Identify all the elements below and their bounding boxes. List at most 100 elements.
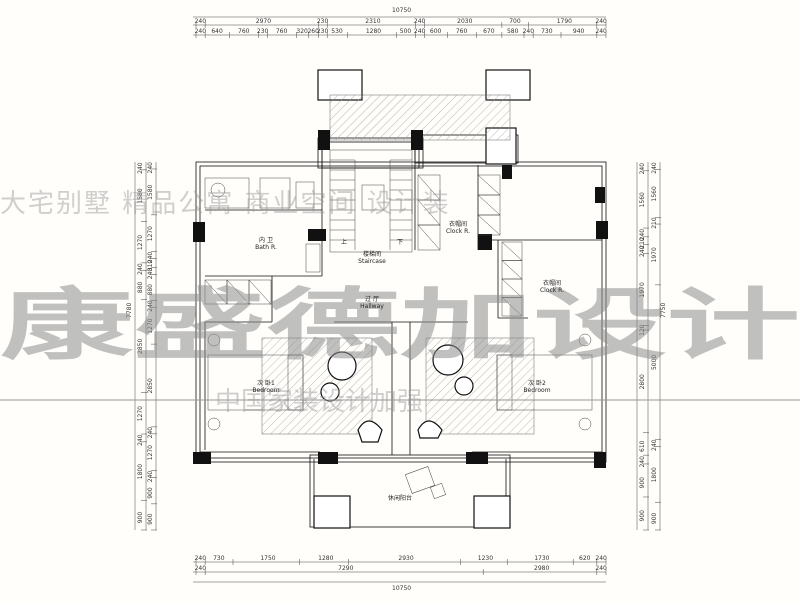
dimension-label: 240 [639, 245, 646, 257]
dimension-label: 1280 [366, 28, 381, 35]
dimension-label: 240 [595, 565, 607, 572]
dimension-label: 240 [147, 162, 154, 174]
dimension-label: 760 [456, 28, 468, 35]
dimension-label: 240 [523, 28, 535, 35]
left-total-dim: 7780 [126, 303, 133, 318]
balcony-furniture [404, 466, 447, 500]
dimension-label: 610 [639, 440, 646, 452]
dimension-label: 2850 [147, 378, 154, 393]
dimension-label: 1270 [137, 406, 144, 421]
dimension-label: 210 [651, 217, 658, 229]
bedroom-2-furniture [417, 333, 593, 439]
dimension-label: 240 [595, 555, 607, 562]
dimension-label: 240 [651, 439, 658, 451]
columns [193, 130, 608, 468]
dimension-label: 2850 [137, 339, 144, 354]
dimension-label: 240 [639, 456, 646, 468]
dimension-label: 880 [147, 284, 154, 296]
dimension-label: 1970 [651, 247, 658, 262]
dimension-label: 240 [195, 565, 207, 572]
dimension-label: 240 [595, 28, 607, 35]
dimension-label: 580 [507, 28, 519, 35]
dimension-label: 900 [639, 510, 646, 522]
dimension-label: 2930 [398, 555, 413, 562]
walls [195, 134, 607, 528]
dimension-label: 1970 [639, 282, 646, 297]
dimension-label: 880 [137, 281, 144, 293]
dimension-label: 760 [276, 28, 288, 35]
right-total-dim: 7750 [660, 303, 667, 318]
dimension-label: 1280 [318, 555, 333, 562]
bath-label-cn: 内 卫 [259, 236, 273, 244]
dimension-label: 240 [137, 434, 144, 446]
dimension-label: 240 [137, 162, 144, 174]
dimension-label: 500 [400, 28, 412, 35]
dimension-label: 240 [137, 263, 144, 275]
watermark-slogan: 中国家装设计加强 [215, 387, 423, 417]
dimension-label: 230 [257, 28, 269, 35]
dimension-label: 240 [195, 18, 207, 25]
dimension-label: 7290 [338, 565, 353, 572]
dimension-label: 1580 [137, 188, 144, 203]
dimension-label: 240 [595, 18, 607, 25]
dimension-label: 760 [238, 28, 250, 35]
bottom-total-dim: 10750 [392, 585, 411, 592]
bedroom-1-furniture [207, 333, 383, 443]
bed1-label-cn: 次 卧1 [257, 379, 275, 387]
dimension-label: 940 [573, 28, 585, 35]
dimension-label: 5000 [651, 355, 658, 370]
dimension-label: 640 [211, 28, 223, 35]
dimension-label: 1270 [147, 318, 154, 333]
bath-fixtures [204, 177, 321, 273]
dimension-label: 1790 [557, 18, 572, 25]
wardrobes [204, 174, 523, 317]
clock1-label-en: Clock R. [446, 228, 470, 235]
stair-up-mark: 上 [341, 238, 347, 246]
dimension-label: 240 [147, 427, 154, 439]
balcony-label-cn: 休闲阳台 [388, 494, 412, 502]
dimension-label: 670 [483, 28, 495, 35]
dimension-label: 1270 [137, 235, 144, 250]
dimension-label: 240 [195, 28, 207, 35]
dimension-label: 530 [331, 28, 343, 35]
dimension-label: 1730 [534, 555, 549, 562]
dimension-label: 900 [147, 487, 154, 499]
dimension-label: 2030 [457, 18, 472, 25]
dimension-label: 210 [639, 237, 646, 249]
stair-label-cn: 楼梯间 [363, 250, 381, 258]
dimension-label: 240 [414, 28, 426, 35]
dimension-label: 230 [317, 18, 329, 25]
dimension-label: 240 [639, 229, 646, 241]
dimension-label: 240 [195, 555, 207, 562]
top-total-dim: 10750 [392, 7, 411, 14]
dimension-label: 230 [317, 28, 329, 35]
dimension-label: 730 [541, 28, 553, 35]
dimension-label: 310 [147, 260, 154, 272]
dimension-label: 1270 [147, 226, 154, 241]
clock2-label-cn: 衣帽间 [543, 279, 561, 287]
watermark: 大宅别墅 精品公寓 商业空间 设计装 康盛德加设计 中国家装设计加强 [0, 189, 800, 417]
dimension-label: 1230 [478, 555, 493, 562]
dimension-label: 320 [296, 28, 308, 35]
dimension-label: 240 [147, 252, 154, 264]
dimension-label: 240 [414, 18, 426, 25]
dimension-label: 1270 [147, 445, 154, 460]
bed2-label-cn: 次 卧2 [528, 379, 546, 387]
dimension-label: 1800 [651, 467, 658, 482]
stair-down-mark: 下 [397, 239, 403, 246]
stair-label-en: Staircase [358, 258, 386, 265]
left-dimensions: 7780 24015801270240310240880240127028502… [126, 162, 157, 531]
dimension-label: 240 [651, 162, 658, 174]
dimension-label: 2970 [256, 18, 271, 25]
dimension-label: 240 [147, 300, 154, 312]
right-dimensions: 7750 24015602402102401970120280061024090… [636, 162, 667, 531]
dimension-label: 240 [147, 268, 154, 280]
dimension-label: 2800 [639, 374, 646, 389]
dimension-label: 730 [213, 555, 225, 562]
hall-label-cn: 过 厅 [365, 295, 379, 303]
dimension-label: 620 [579, 555, 591, 562]
dimension-label: 240 [639, 163, 646, 175]
